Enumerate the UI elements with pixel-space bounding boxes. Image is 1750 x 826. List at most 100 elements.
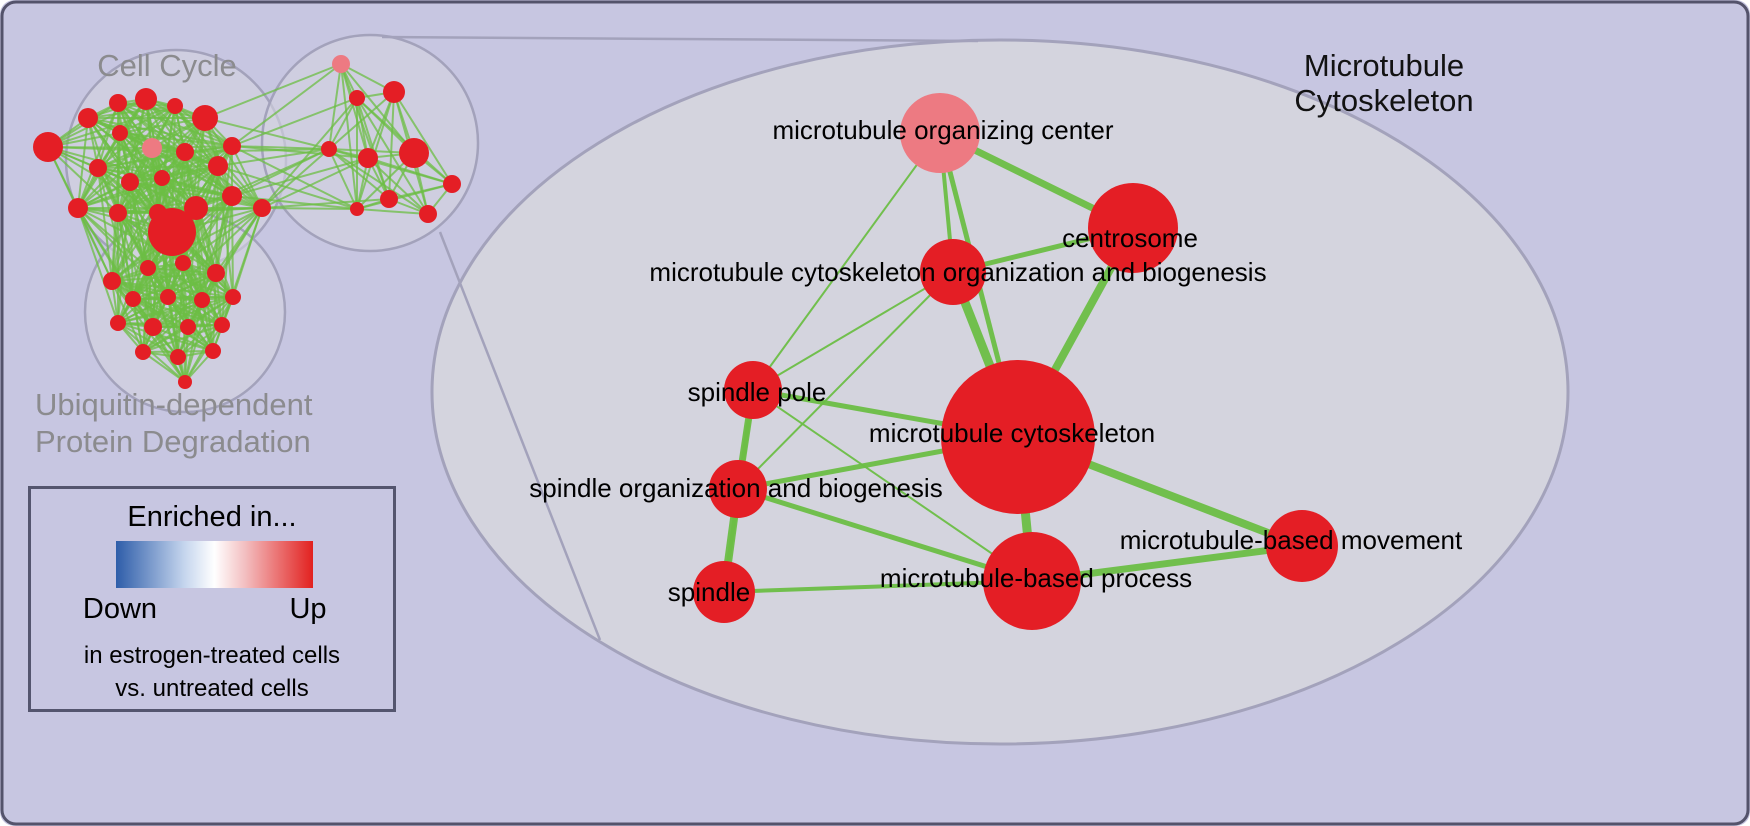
edge bbox=[752, 132, 941, 391]
overview-edge bbox=[231, 145, 369, 159]
overview-edge bbox=[231, 195, 234, 298]
overview-node bbox=[399, 138, 429, 168]
legend-context-line1: in estrogen-treated cells bbox=[83, 642, 341, 669]
overview-node bbox=[167, 98, 183, 114]
overview-node bbox=[121, 173, 139, 191]
overview-edge bbox=[217, 165, 358, 210]
overview-edge bbox=[393, 91, 453, 185]
overview-node bbox=[135, 344, 151, 360]
overview-node bbox=[184, 196, 208, 220]
overview-node bbox=[358, 148, 378, 168]
overview-node bbox=[33, 132, 63, 162]
overview-edge bbox=[117, 296, 234, 324]
legend-down-label: Down bbox=[82, 593, 158, 625]
node-label: centrosome bbox=[1062, 223, 1198, 253]
overview-edge bbox=[77, 177, 163, 209]
overview-edge bbox=[328, 148, 390, 200]
node-label: microtubule-based process bbox=[880, 563, 1192, 593]
cluster-title-ubiquitin-line1: Ubiquitin-dependent bbox=[35, 387, 313, 422]
edge bbox=[737, 486, 1033, 584]
overview-edge bbox=[204, 63, 342, 119]
overview-edge bbox=[152, 296, 234, 328]
network-node-6 bbox=[693, 561, 755, 623]
overview-edge bbox=[111, 177, 163, 282]
overview-edge bbox=[356, 97, 369, 159]
legend-gradient-bar bbox=[116, 541, 313, 588]
overview-node bbox=[160, 289, 176, 305]
network-node-3 bbox=[724, 361, 782, 419]
overview-edge bbox=[77, 207, 149, 269]
overview-edge bbox=[119, 105, 176, 134]
node-label: spindle organization and biogenesis bbox=[529, 473, 942, 503]
node-label: microtubule cytoskeleton bbox=[869, 418, 1155, 448]
node-label: microtubule cytoskeleton organization an… bbox=[649, 257, 1266, 287]
cluster-title-microtubule: Microtubule Cytoskeleton bbox=[1294, 48, 1473, 118]
overview-node bbox=[78, 108, 98, 128]
overview-edge bbox=[261, 207, 358, 210]
legend-up-label: Up bbox=[289, 593, 327, 625]
overview-node bbox=[225, 289, 241, 305]
overview-node bbox=[175, 255, 191, 271]
cluster-title-microtubule-line1: Microtubule bbox=[1303, 48, 1465, 83]
cluster-title-ubiquitin: Ubiquitin-dependent Protein Degradation bbox=[35, 386, 313, 460]
overview-edge bbox=[184, 148, 330, 153]
overview-edge bbox=[142, 324, 223, 353]
overview-node bbox=[180, 319, 196, 335]
overview-node bbox=[350, 202, 364, 216]
overview-node bbox=[332, 55, 350, 73]
edge bbox=[737, 271, 954, 490]
overview-node bbox=[419, 205, 437, 223]
network-node-8 bbox=[983, 532, 1081, 630]
legend-context-line2: vs. untreated cells bbox=[115, 675, 309, 702]
overview-edge bbox=[328, 148, 429, 215]
overview-node bbox=[205, 343, 221, 359]
overview-edge bbox=[231, 148, 330, 197]
overview-edge bbox=[152, 326, 186, 383]
overview-edge bbox=[167, 195, 233, 298]
overview-edge bbox=[97, 151, 186, 169]
overview-edge bbox=[231, 63, 342, 147]
overview-node bbox=[443, 175, 461, 193]
edge bbox=[723, 579, 1033, 594]
overview-edge bbox=[119, 132, 233, 147]
overview-edge bbox=[231, 97, 358, 147]
overview-node bbox=[321, 141, 337, 157]
overview-edge bbox=[77, 147, 153, 209]
overview-node bbox=[223, 137, 241, 155]
overview-edge bbox=[328, 148, 453, 185]
node-label: spindle pole bbox=[688, 377, 827, 407]
node-label: microtubule-based movement bbox=[1120, 525, 1463, 555]
edge bbox=[752, 271, 954, 391]
overview-node bbox=[178, 375, 192, 389]
cluster-title-ubiquitin-line2: Protein Degradation bbox=[35, 424, 311, 459]
legend-title: Enriched in... bbox=[127, 501, 297, 533]
overview-node bbox=[194, 292, 210, 308]
overview-node bbox=[109, 204, 127, 222]
node-label: microtubule organizing center bbox=[772, 115, 1113, 145]
overview-node bbox=[170, 349, 186, 365]
cluster-title-microtubule-line2: Cytoskeleton bbox=[1294, 83, 1474, 118]
overview-node bbox=[142, 138, 162, 158]
overview-node bbox=[135, 88, 157, 110]
overview-edge bbox=[117, 102, 206, 119]
overview-edge bbox=[184, 272, 217, 383]
overview-node bbox=[176, 143, 194, 161]
overview-edge bbox=[77, 117, 89, 209]
node-label: spindle bbox=[668, 577, 750, 607]
overview-edge bbox=[152, 299, 203, 328]
overview-edge bbox=[261, 97, 358, 209]
overview-edge bbox=[217, 165, 263, 209]
overview-node bbox=[154, 170, 170, 186]
overview-edge bbox=[77, 207, 119, 324]
overview-edge bbox=[142, 351, 186, 383]
overview-edge bbox=[97, 165, 219, 169]
overview-node bbox=[380, 190, 398, 208]
overview-edge bbox=[142, 326, 189, 353]
overview-node bbox=[112, 125, 128, 141]
overview-node bbox=[207, 264, 225, 282]
overview-edge bbox=[261, 148, 330, 209]
overview-edge bbox=[117, 322, 214, 352]
zoom-callout-line bbox=[381, 35, 979, 43]
overview-node bbox=[349, 90, 365, 106]
overview-edge bbox=[261, 198, 390, 209]
